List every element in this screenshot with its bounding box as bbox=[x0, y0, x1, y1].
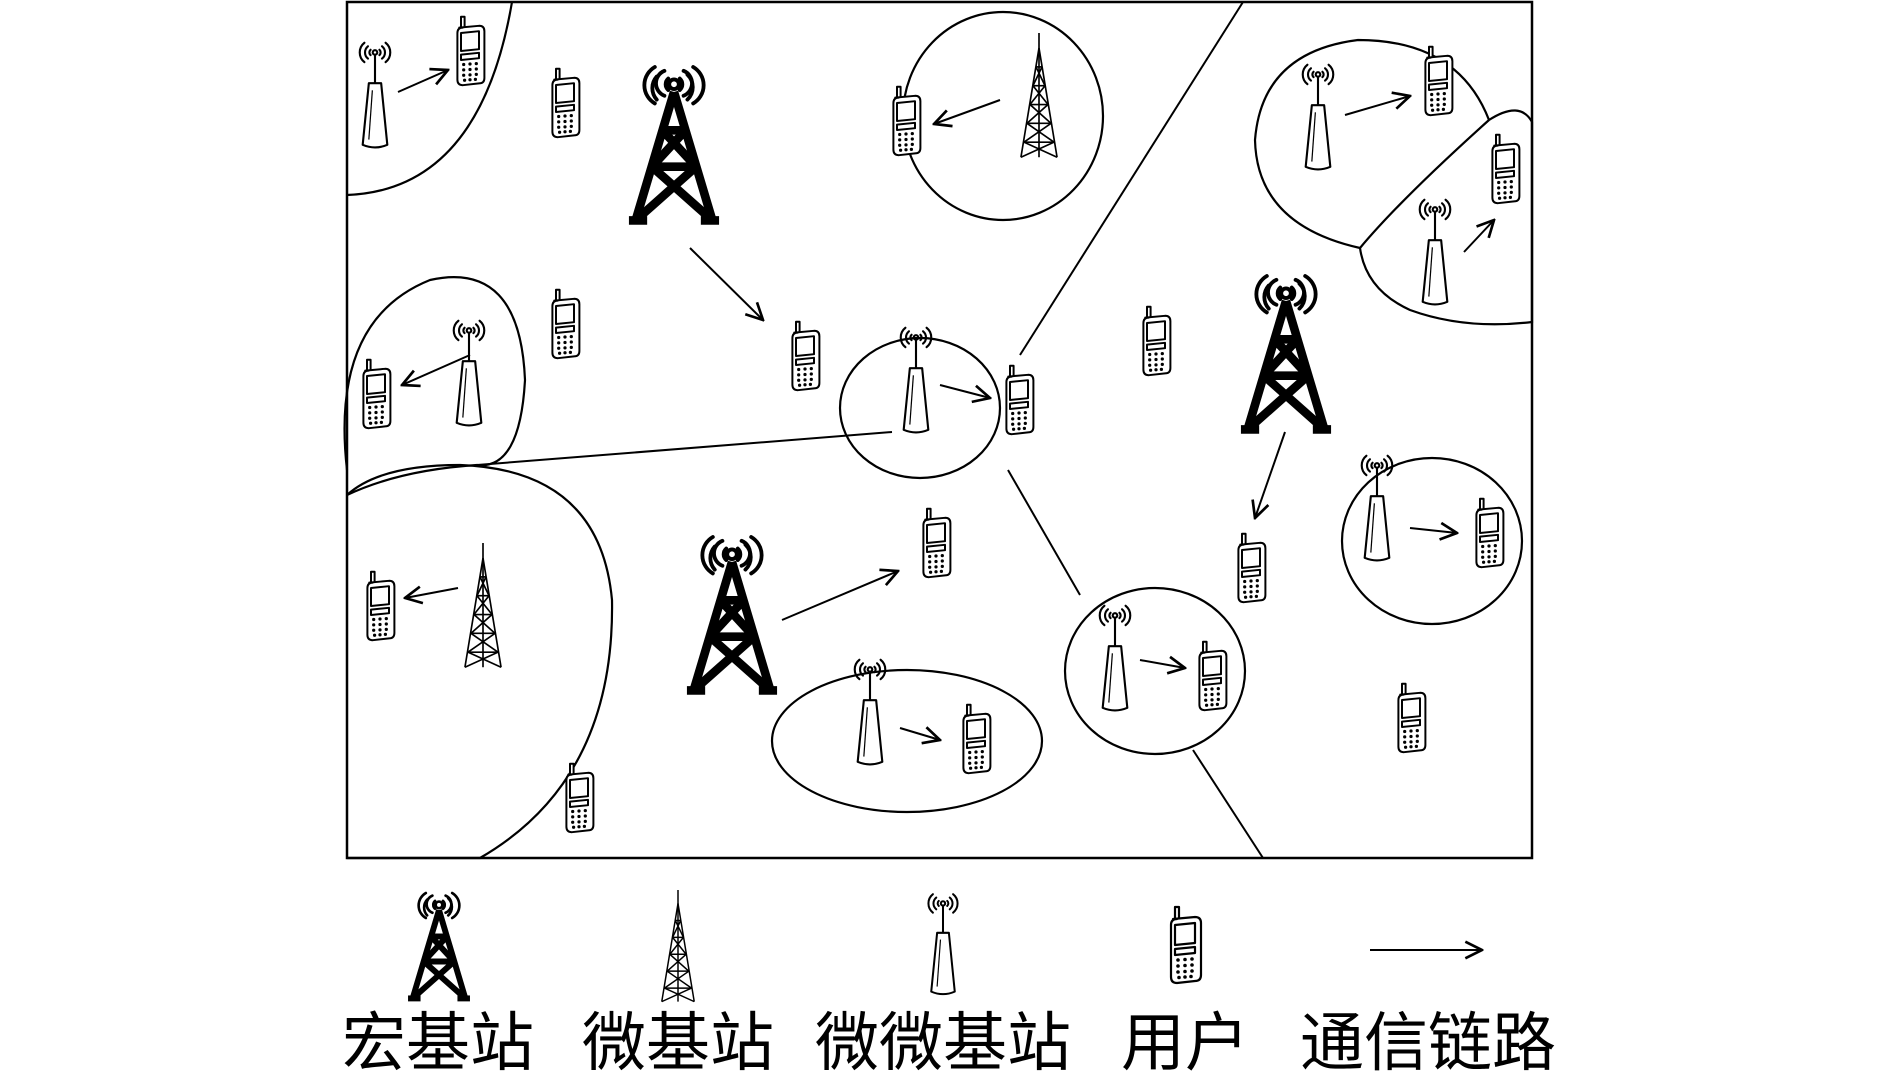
user-phone-icon bbox=[565, 762, 595, 834]
user-phone-icon bbox=[1237, 532, 1267, 604]
user-phone-icon bbox=[1491, 133, 1521, 205]
pico-base-station-icon bbox=[1360, 454, 1394, 562]
cell-boundaries bbox=[476, 1, 1264, 859]
user-phone-icon bbox=[1005, 364, 1035, 436]
user-phone-icon bbox=[551, 67, 581, 139]
user-phone-icon bbox=[892, 85, 922, 157]
macro-base-station-icon bbox=[408, 893, 470, 998]
user-phone-icon bbox=[456, 15, 486, 87]
macro-base-station-icon bbox=[1241, 276, 1331, 429]
macro-base-stations bbox=[629, 67, 1331, 690]
pico-base-station-icon bbox=[452, 319, 486, 427]
user-phone-icon bbox=[1169, 905, 1203, 985]
user-phone-icon bbox=[1424, 45, 1454, 117]
user-phone-icon bbox=[362, 358, 392, 430]
pico-base-station-icon bbox=[899, 326, 933, 434]
user-phone-icon bbox=[962, 703, 992, 775]
user-phone-icon bbox=[551, 288, 581, 360]
macro-base-station-icon bbox=[629, 67, 719, 220]
legend-label-pico: 微微基站 bbox=[815, 1007, 1071, 1081]
legend-label-macro: 宏基站 bbox=[342, 1007, 534, 1081]
pico-base-station-icon bbox=[358, 41, 392, 149]
micro-base-station-icon bbox=[1019, 31, 1059, 159]
communication-links bbox=[397, 70, 1494, 740]
users bbox=[362, 15, 1521, 834]
legend-label-link: 通信链路 bbox=[1300, 1007, 1556, 1081]
area-frame bbox=[345, 0, 1534, 860]
user-phone-icon bbox=[922, 507, 952, 579]
legend-label-user: 用户 bbox=[1121, 1007, 1249, 1081]
pico-base-station-icon bbox=[1301, 63, 1335, 171]
user-phone-icon bbox=[1397, 682, 1427, 754]
micro-base-station-icon bbox=[660, 888, 696, 1003]
user-phone-icon bbox=[791, 320, 821, 392]
legend-icons bbox=[408, 888, 1482, 1003]
pico-base-station-icon bbox=[1418, 198, 1452, 306]
user-phone-icon bbox=[1475, 497, 1505, 569]
pico-base-station-icon bbox=[1098, 604, 1132, 712]
user-phone-icon bbox=[1198, 640, 1228, 712]
small-cells bbox=[343, 1, 1534, 860]
legend-label-micro: 微基站 bbox=[582, 1007, 774, 1081]
micro-base-station-icon bbox=[463, 541, 503, 669]
pico-base-station-icon bbox=[927, 893, 959, 996]
user-phone-icon bbox=[366, 570, 396, 642]
pico-base-station-icon bbox=[853, 658, 887, 766]
user-phone-icon bbox=[1142, 305, 1172, 377]
macro-base-station-icon bbox=[687, 537, 777, 690]
